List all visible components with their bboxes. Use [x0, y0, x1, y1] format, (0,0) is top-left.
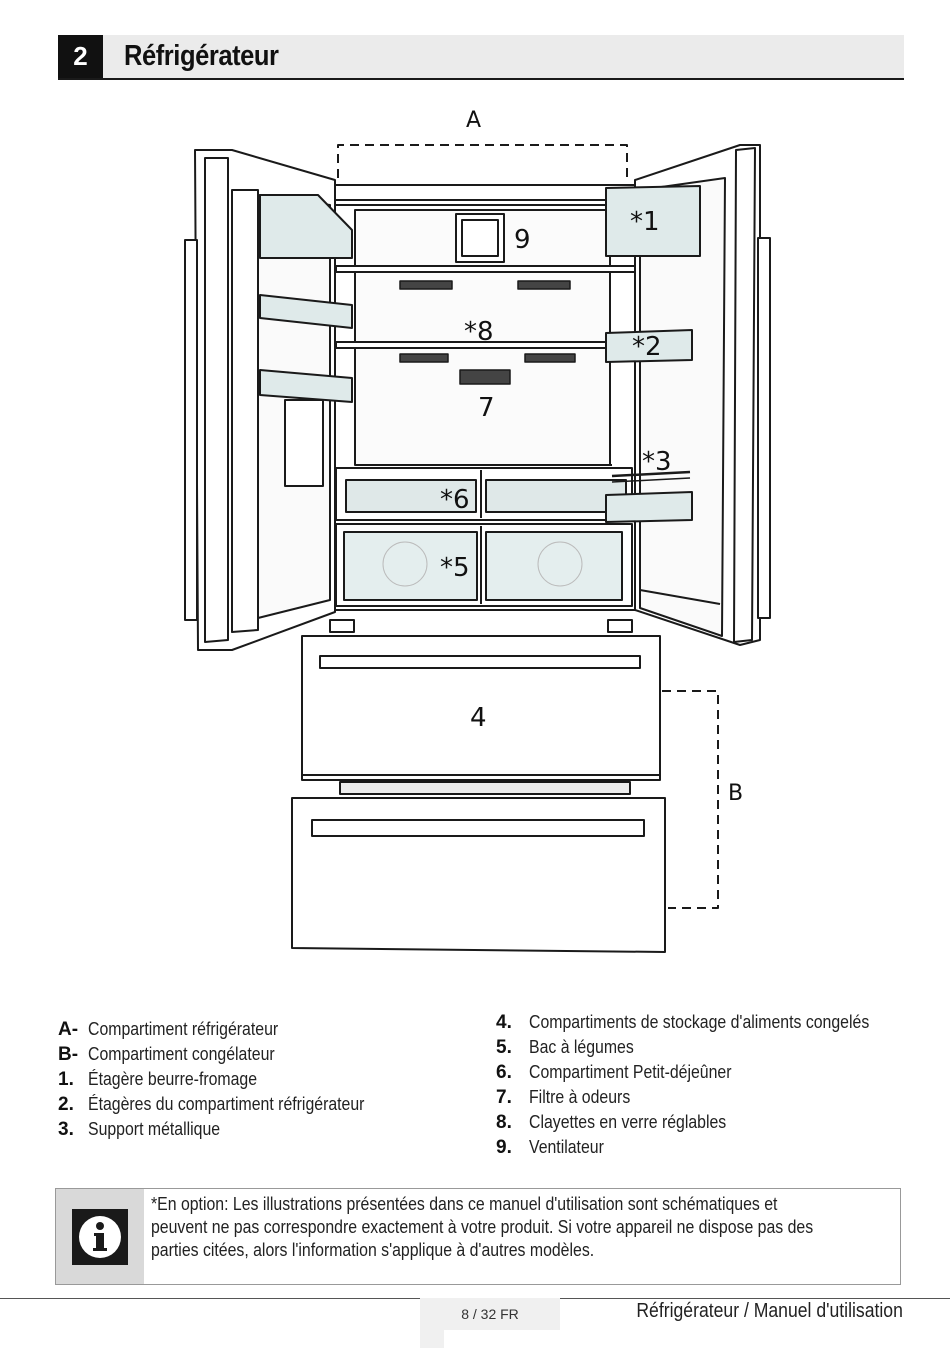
- label-6: *6: [440, 485, 470, 515]
- label-8: *8: [464, 317, 494, 347]
- footer-title: Réfrigérateur / Manuel d'utilisation: [636, 1300, 903, 1322]
- legend-left: A-Compartiment réfrigérateur B-Compartim…: [58, 1019, 402, 1144]
- label-b: B: [728, 781, 743, 806]
- legend-item: 3.Support métallique: [58, 1119, 221, 1140]
- fridge-diagram: A B *1 *2 *3 4 *5 *6 7 *8 9: [0, 90, 950, 970]
- note-text: *En option: Les illustrations présentées…: [151, 1194, 814, 1260]
- label-2: *2: [632, 332, 662, 362]
- label-3: *3: [642, 447, 672, 477]
- legend-item: 8.Clayettes en verre réglables: [496, 1112, 727, 1133]
- legend-item: 7.Filtre à odeurs: [496, 1087, 631, 1108]
- legend-item: 2.Étagères du compartiment réfrigérateur: [58, 1094, 365, 1115]
- section-header: 2 Réfrigérateur: [58, 35, 904, 80]
- legend-item: A-Compartiment réfrigérateur: [58, 1019, 279, 1040]
- legend-item: 4.Compartiments de stockage d'aliments c…: [496, 1012, 870, 1033]
- dimension-a-bracket: [337, 144, 628, 178]
- section-number: 2: [58, 35, 103, 78]
- fridge-illustration: A B *1 *2 *3 4 *5 *6 7 *8 9: [184, 108, 771, 953]
- legend-right: 4.Compartiments de stockage d'aliments c…: [496, 1012, 916, 1162]
- label-1: *1: [630, 207, 660, 237]
- label-a: A: [466, 108, 481, 133]
- legend-item: B-Compartiment congélateur: [58, 1044, 275, 1065]
- info-icon: [72, 1208, 128, 1265]
- label-7: 7: [478, 393, 495, 423]
- legend-item: 1.Étagère beurre-fromage: [58, 1069, 258, 1090]
- label-5: *5: [440, 553, 470, 583]
- section-title: Réfrigérateur: [124, 40, 279, 72]
- label-4: 4: [470, 703, 487, 733]
- legend-item: 6.Compartiment Petit-déjeûner: [496, 1062, 732, 1083]
- legend-item: 9.Ventilateur: [496, 1137, 604, 1158]
- page-number: 8 / 32 FR: [420, 1298, 560, 1330]
- label-9: 9: [514, 225, 531, 255]
- info-note: *En option: Les illustrations présentées…: [55, 1188, 901, 1285]
- legend-item: 5.Bac à légumes: [496, 1037, 634, 1058]
- dimension-b-bracket: [662, 690, 719, 909]
